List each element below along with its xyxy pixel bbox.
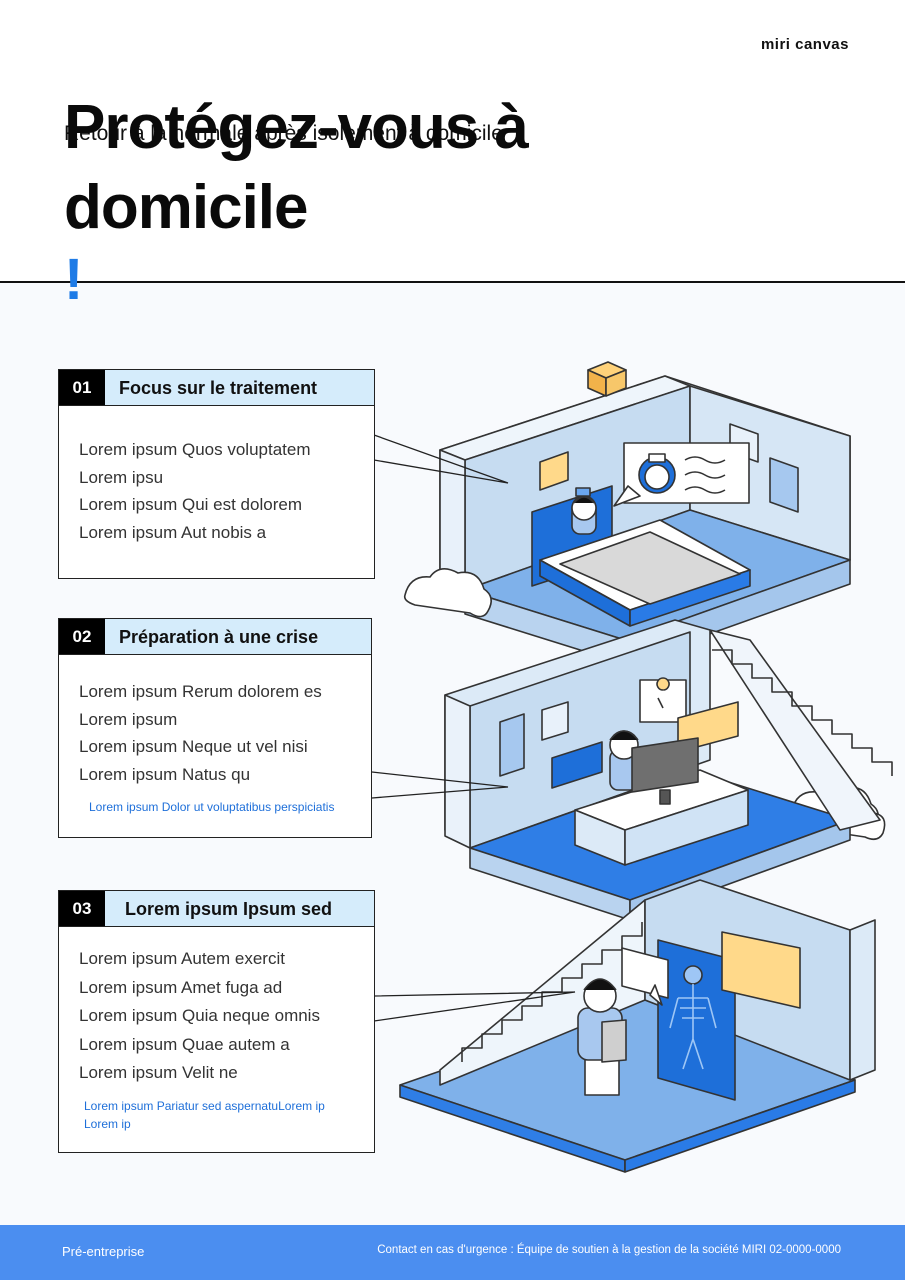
section-title: Préparation à une crise (119, 627, 319, 647)
section-1: 01 Focus sur le traitement Lorem ipsum Q… (58, 369, 375, 579)
header-divider (0, 281, 905, 283)
section-header: 02 Préparation à une crise (59, 619, 371, 655)
list-item: Lorem ipsum Aut nobis a (79, 522, 267, 542)
list-item: Lorem ipsum Natus qu (79, 764, 251, 784)
section-note[interactable]: Lorem ipsum Pariatur sed aspernatuLorem … (84, 1099, 325, 1131)
bedroom-room (439, 361, 851, 665)
section-number: 01 (59, 370, 105, 405)
title-exclamation: ! (64, 247, 84, 312)
section-3: 03 Lorem ipsum Ipsum sed Lorem ipsum Aut… (58, 890, 375, 1153)
list-item: Lorem ipsum (79, 709, 178, 729)
section-item-list: Lorem ipsum Autem exercit Lorem ipsum Am… (79, 945, 320, 1088)
list-item: Lorem ipsum Velit ne (79, 1063, 238, 1082)
list-item: Lorem ipsum Quos voluptatem (79, 440, 311, 459)
section-title: Lorem ipsum Ipsum sed (125, 899, 333, 919)
section-item-list: Lorem ipsum Quos voluptatem Lorem ipsu L… (79, 436, 311, 546)
section-header: 01 Focus sur le traitement (59, 370, 374, 406)
footer-contact: Contact en cas d'urgence : Équipe de sou… (377, 1244, 841, 1256)
footer-company: Pré-entreprise (62, 1244, 145, 1259)
list-item: Lorem ipsum Quae autem a (79, 1034, 290, 1054)
section-item-list: Lorem ipsum Rerum dolorem es Lorem ipsum… (79, 678, 322, 788)
list-item: Lorem ipsum Qui est dolorem (79, 495, 302, 514)
list-item: Lorem ipsu (79, 467, 164, 487)
page-subtitle: Retour à la normale après isolement à do… (64, 122, 503, 145)
page-title: Protégez-vous à domicile (64, 93, 529, 242)
section-number: 03 (59, 891, 105, 926)
list-item: Lorem ipsum Neque ut vel nisi (79, 737, 308, 756)
section-header: 03 Lorem ipsum Ipsum sed (59, 891, 374, 927)
brand-logo: miri canvas (760, 36, 849, 53)
header-area (0, 0, 905, 282)
footer: Pré-entreprise Contact en cas d'urgence … (0, 1225, 905, 1280)
list-item: Lorem ipsum Quia neque omnis (79, 1006, 320, 1025)
section-2: 02 Préparation à une crise Lorem ipsum R… (58, 618, 372, 838)
list-item: Lorem ipsum Rerum dolorem es (79, 682, 322, 701)
section-note[interactable]: Lorem ipsum Dolor ut voluptatibus perspi… (89, 800, 335, 814)
section-title: Focus sur le traitement (119, 378, 318, 398)
section-number: 02 (59, 619, 105, 654)
office-room (444, 619, 893, 921)
list-item: Lorem ipsum Autem exercit (79, 949, 285, 968)
xray-room (399, 879, 876, 1173)
list-item: Lorem ipsum Amet fuga ad (79, 977, 283, 997)
house-illustration (399, 361, 893, 1173)
